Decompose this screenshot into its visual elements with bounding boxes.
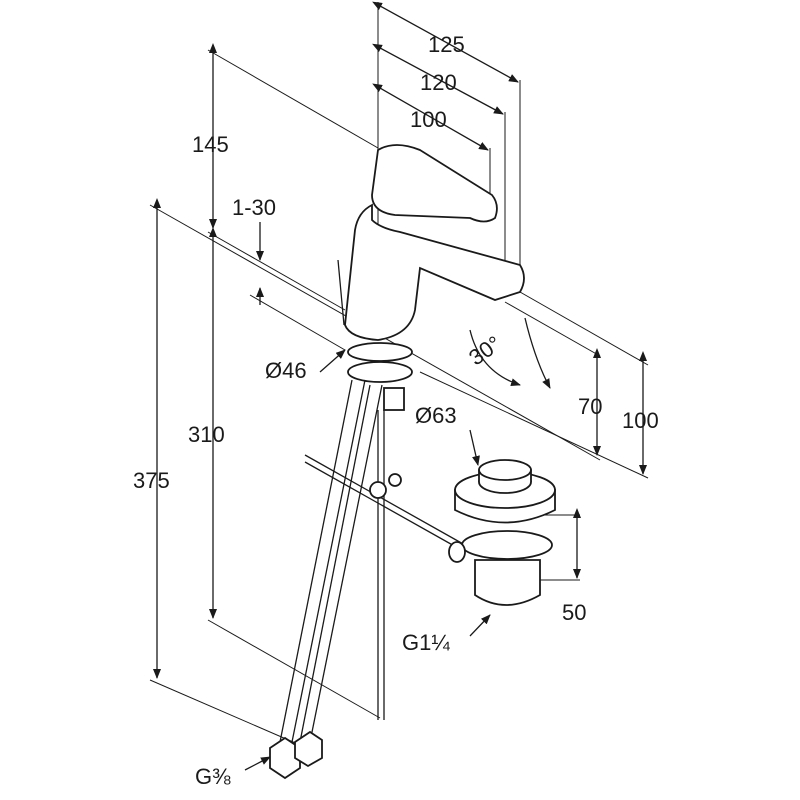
dim-375: 375 xyxy=(133,468,170,493)
dim-145: 145 xyxy=(192,132,229,157)
faucet-spout xyxy=(344,203,525,341)
hose-connector xyxy=(269,736,301,780)
dim-310: 310 xyxy=(188,422,225,447)
supply-thread-label: G⅜ xyxy=(195,764,231,789)
dimension-lines xyxy=(153,1,647,771)
faucet-base xyxy=(347,342,413,362)
dim-100-height: 100 xyxy=(622,408,659,433)
pop-up-rod xyxy=(337,259,345,326)
dim-base-diameter: Ø46 xyxy=(265,358,307,383)
dim-drain-diameter: Ø63 xyxy=(415,403,457,428)
supply-hoses xyxy=(269,379,466,780)
fixing-nut xyxy=(383,387,405,411)
dim-125: 125 xyxy=(428,32,465,57)
dimension-labels: 125 120 100 145 1-30 310 375 Ø46 30° 70 … xyxy=(133,32,659,789)
faucet-lever xyxy=(371,144,498,223)
dim-lever-angle: 30° xyxy=(464,331,506,371)
pop-up-waste xyxy=(448,459,556,606)
dim-100-reach: 100 xyxy=(410,107,447,132)
faucet-body xyxy=(337,144,525,411)
dim-70: 70 xyxy=(578,394,602,419)
dim-120: 120 xyxy=(420,70,457,95)
dim-1-30: 1-30 xyxy=(232,195,276,220)
drain-thread-label: G1¼ xyxy=(402,630,450,655)
dim-50: 50 xyxy=(562,600,586,625)
